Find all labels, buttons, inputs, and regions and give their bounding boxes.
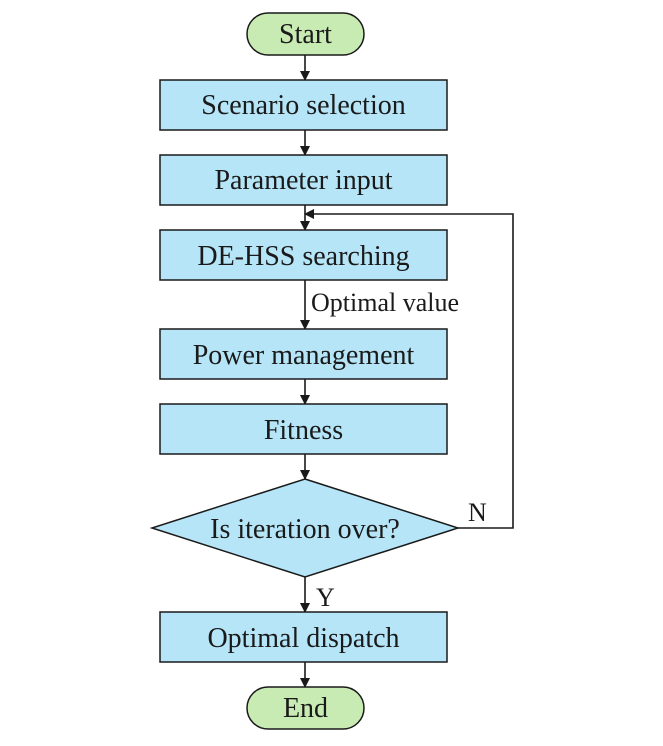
end-label: End [283,693,328,724]
power-management-label: Power management [193,340,415,371]
fitness-label: Fitness [264,415,343,446]
start-terminal [246,12,365,56]
iteration-decision-label: Is iteration over? [210,514,400,545]
yes-branch-label: Y [316,583,335,612]
optimal-dispatch-box [159,611,448,663]
optimal-value-label: Optimal value [311,288,459,317]
de-hss-searching-box [159,229,448,281]
optimal-dispatch-label: Optimal dispatch [207,623,399,654]
iteration-decision-diamond [149,478,461,578]
start-label: Start [279,19,332,50]
fitness-box [159,403,448,455]
edge-decision-no-loop [304,209,514,529]
no-branch-label: N [468,498,487,527]
parameter-input-box [159,154,448,206]
end-terminal [246,686,365,730]
scenario-selection-box [159,79,448,131]
scenario-selection-label: Scenario selection [201,90,405,121]
parameter-input-label: Parameter input [214,165,392,196]
de-hss-searching-label: DE-HSS searching [197,241,409,272]
power-management-box [159,328,448,380]
